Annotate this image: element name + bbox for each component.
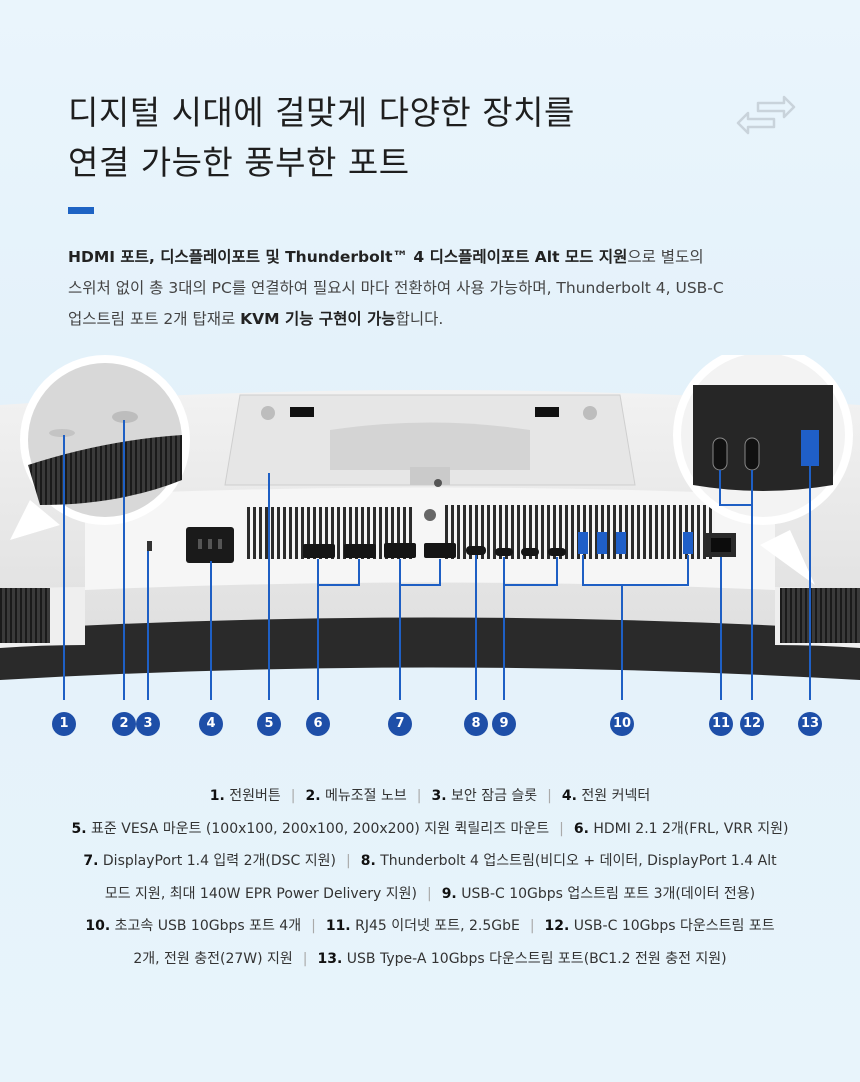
description-bold-1: HDMI 포트, 디스플레이포트 및 Thunderbolt™ 4 디스플레이포…	[68, 248, 628, 266]
caption-text: 메뉴조절 노브	[325, 788, 407, 804]
caption-text: 2개, 전원 충전(27W) 지원	[133, 950, 293, 967]
caption-number: 8.	[360, 853, 376, 869]
caption-text: DisplayPort 1.4 입력 2개(DSC 지원)	[102, 853, 337, 869]
caption-text: USB-C 10Gbps 다운스트림 포트	[573, 918, 775, 934]
description-line-3: 업스트림 포트 2개 탑재로 KVM 기능 구현이 가능합니다.	[68, 304, 828, 335]
caption-number: 3.	[431, 788, 447, 804]
callout-badge-7: 7	[388, 712, 412, 736]
callout-badge-10: 10	[610, 712, 634, 736]
caption-number: 4.	[561, 788, 577, 804]
description-bold-2: KVM 기능 구현이 가능	[240, 310, 396, 328]
caption-text: 초고속 USB 10Gbps 포트 4개	[114, 918, 302, 934]
caption-text: HDMI 2.1 2개(FRL, VRR 지원)	[593, 820, 789, 837]
callout-badge-3: 3	[136, 712, 160, 736]
callout-badge-8: 8	[464, 712, 488, 736]
callout-badge-11: 11	[709, 712, 733, 736]
page-title: 디지털 시대에 걸맞게 다양한 장치를 연결 가능한 풍부한 포트	[68, 88, 575, 188]
caption-number: 11.	[325, 918, 351, 934]
title-line-2: 연결 가능한 풍부한 포트	[68, 143, 410, 182]
caption-line: 2개, 전원 충전(27W) 지원|13. USB Type-A 10Gbps …	[133, 950, 727, 967]
caption-text: USB-C 10Gbps 업스트림 포트 3개(데이터 전용)	[461, 885, 756, 902]
description-text-2: 업스트림 포트 2개 탑재로	[68, 310, 241, 328]
caption-number: 7.	[83, 853, 99, 869]
caption-text: 전원 커넥터	[581, 788, 651, 804]
caption-line: 1. 전원버튼|2. 메뉴조절 노브|3. 보안 잠금 슬롯|4. 전원 커넥터	[209, 788, 651, 804]
accent-bar	[68, 207, 94, 214]
port-caption-list: 1. 전원버튼|2. 메뉴조절 노브|3. 보안 잠금 슬롯|4. 전원 커넥터…	[0, 780, 860, 975]
callout-badge-1: 1	[52, 712, 76, 736]
caption-line: 10. 초고속 USB 10Gbps 포트 4개|11. RJ45 이더넷 포트…	[85, 918, 775, 934]
title-line-1: 디지털 시대에 걸맞게 다양한 장치를	[68, 93, 575, 132]
callout-badge-13: 13	[798, 712, 822, 736]
caption-text: 보안 잠금 슬롯	[450, 788, 538, 804]
caption-line: 5. 표준 VESA 마운트 (100x100, 200x100, 200x20…	[71, 820, 789, 837]
caption-number: 6.	[573, 820, 589, 837]
caption-line: 7. DisplayPort 1.4 입력 2개(DSC 지원)|8. Thun…	[83, 853, 777, 869]
caption-text: 모드 지원, 최대 140W EPR Power Delivery 지원)	[104, 885, 417, 902]
caption-text: 전원버튼	[229, 788, 281, 804]
callout-badge-2: 2	[112, 712, 136, 736]
caption-number: 13.	[317, 950, 343, 967]
callout-badge-9: 9	[492, 712, 516, 736]
callout-badge-5: 5	[257, 712, 281, 736]
callout-badge-6: 6	[306, 712, 330, 736]
callout-badge-12: 12	[740, 712, 764, 736]
caption-number: 10.	[85, 918, 111, 934]
caption-number: 9.	[441, 885, 457, 902]
caption-text: RJ45 이더넷 포트, 2.5GbE	[355, 918, 520, 934]
caption-text: Thunderbolt 4 업스트림(비디오 + 데이터, DisplayPor…	[380, 853, 777, 869]
description-text-1: 으로 별도의	[627, 248, 704, 266]
caption-number: 5.	[71, 820, 87, 837]
description-line-1: HDMI 포트, 디스플레이포트 및 Thunderbolt™ 4 디스플레이포…	[68, 242, 828, 273]
caption-line: 모드 지원, 최대 140W EPR Power Delivery 지원)|9.…	[104, 885, 756, 902]
caption-number: 2.	[305, 788, 321, 804]
callout-badge-4: 4	[199, 712, 223, 736]
caption-number: 1.	[209, 788, 225, 804]
caption-number: 12.	[544, 918, 570, 934]
description: HDMI 포트, 디스플레이포트 및 Thunderbolt™ 4 디스플레이포…	[68, 242, 828, 335]
swap-arrows-icon	[736, 95, 796, 135]
description-line-2: 스위처 없이 총 3대의 PC를 연결하여 필요시 마다 전환하여 사용 가능하…	[68, 279, 724, 297]
monitor-ports-illustration	[0, 355, 860, 700]
caption-text: 표준 VESA 마운트 (100x100, 200x100, 200x200) …	[91, 820, 550, 837]
caption-text: USB Type-A 10Gbps 다운스트림 포트(BC1.2 전원 충전 지…	[346, 950, 727, 967]
description-text-3: 합니다.	[395, 310, 444, 328]
